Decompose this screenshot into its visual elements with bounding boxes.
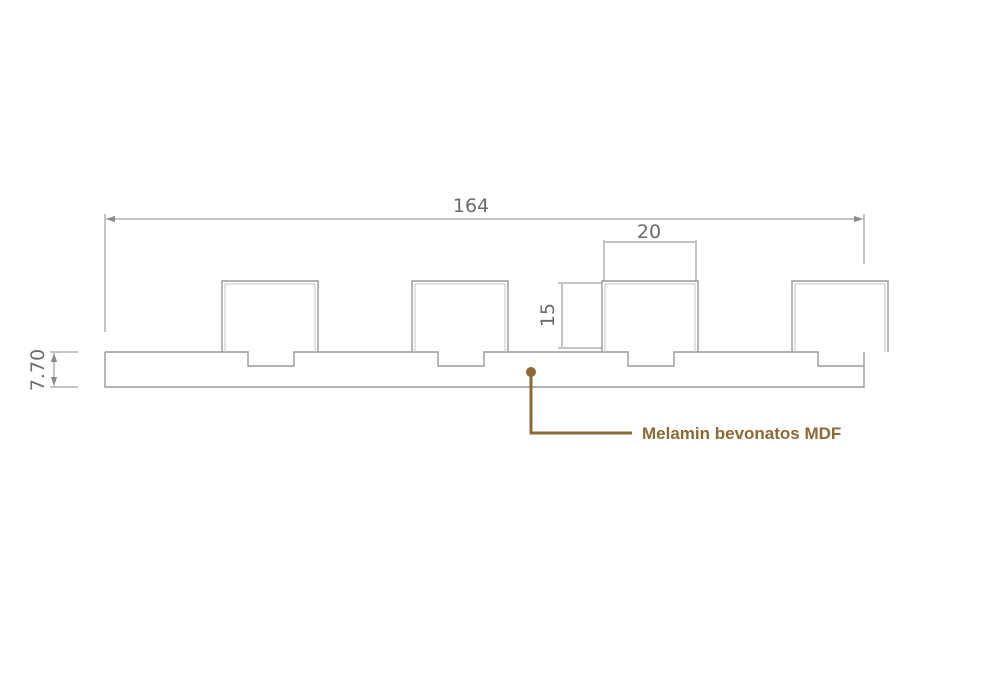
slat-2	[411, 280, 509, 352]
slat-4	[791, 280, 889, 352]
slat-1	[221, 280, 319, 352]
base-board-outline	[104, 351, 865, 388]
slat-height-label: 15	[537, 303, 559, 327]
material-callout: Melamin bevonatos MDF	[526, 367, 841, 443]
callout-leader-line	[529, 372, 632, 435]
overall-width-dimension: 164	[104, 195, 865, 332]
slat-3	[601, 280, 699, 352]
overall-width-label: 164	[453, 195, 489, 217]
material-label: Melamin bevonatos MDF	[642, 424, 841, 443]
base-thickness-label: 7.70	[27, 349, 49, 391]
slat-height-dimension: 15	[537, 282, 602, 349]
slat-width-label: 20	[637, 221, 661, 243]
base-thickness-dimension: 7.70	[27, 349, 78, 391]
slat-width-dimension: 20	[603, 221, 697, 281]
